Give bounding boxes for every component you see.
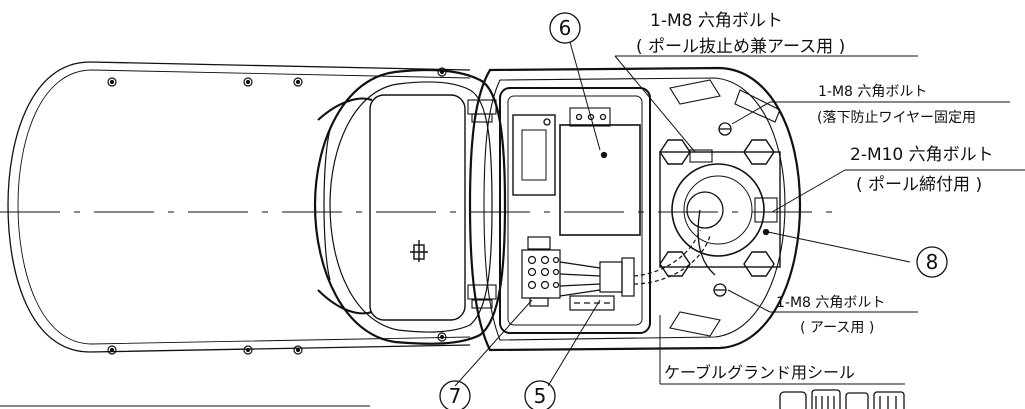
label-top-bolt-1: 1-M8 六角ボルト — [650, 11, 783, 31]
hinges — [467, 99, 497, 309]
body-screws — [107, 67, 447, 355]
capacitor — [512, 114, 556, 196]
callout-5: 5 — [534, 384, 547, 408]
main-housing-outline — [468, 66, 802, 352]
terminal-block — [521, 236, 561, 307]
label-m10-1: 2-M10 六角ボルト — [850, 145, 994, 165]
callout-8-circle — [916, 246, 948, 278]
handle-left-edge — [323, 129, 331, 281]
label-earth-bolt-2: ( アース用 ) — [800, 320, 874, 336]
main-housing-inner — [483, 77, 786, 341]
electrical-compartment — [499, 87, 651, 334]
handle-grip-top — [317, 97, 373, 121]
callout-6: 6 — [559, 16, 572, 40]
callout-6-circle — [549, 12, 581, 44]
lamp-body-outline — [7, 61, 471, 353]
cable-gland-parts — [779, 389, 905, 409]
callout-7: 7 — [449, 384, 462, 408]
pole-clamp-plate — [659, 151, 781, 268]
label-cable-seal: ケーブルグランド用シール — [664, 363, 855, 382]
hex-bolts — [659, 139, 775, 277]
callout-7-circle — [439, 380, 471, 409]
label-top-bolt-2: ( ポール抜止め兼アース用 ) — [636, 37, 845, 57]
label-wire-bolt-2: (落下防止ワイヤー固定用 — [817, 110, 976, 126]
cover-handle-inner — [329, 81, 493, 333]
connector-plug — [559, 257, 635, 311]
label-wire-bolt-1: 1-M8 六角ボルト — [818, 84, 927, 100]
ballast-unit — [559, 124, 641, 236]
wires — [633, 229, 701, 277]
callout-circles — [439, 12, 948, 409]
label-m10-2: ( ポール締付用 ) — [856, 175, 982, 195]
compartment-inner — [507, 95, 643, 326]
leader-lines — [0, 41, 1025, 407]
lamp-body-inner-outline — [17, 69, 471, 345]
callout-8: 8 — [926, 250, 939, 274]
latch-icon — [410, 240, 428, 262]
handle-grip-bottom — [317, 289, 373, 315]
cover-window — [369, 94, 466, 321]
callout-5-circle — [524, 380, 556, 409]
label-earth-bolt-1: 1-M8 六角ボルト — [776, 295, 885, 311]
pole-socket — [671, 163, 765, 257]
